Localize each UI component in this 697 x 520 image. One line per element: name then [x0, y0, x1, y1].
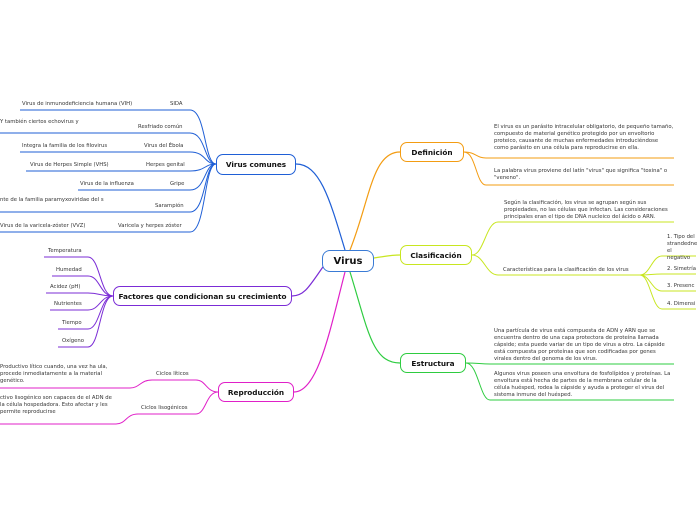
definicion-text-2: La palabra virus proviene del latín "vir…	[494, 168, 668, 181]
virus-sida-detail: Virus de inmunodeficiencia humana (VIH)	[22, 101, 133, 107]
virus-varicela-detail: Virus de la varicela-zóster (VVZ)	[0, 223, 86, 229]
factor-acidez: Acidez (pH)	[50, 284, 81, 290]
clasificacion-caracteristicas-label: Características para la clasificación de…	[503, 267, 629, 273]
virus-sida: SIDA	[170, 101, 183, 107]
estructura-text-2: Algunos virus poseen una envoltura de fo…	[494, 371, 671, 398]
virus-herpes-genital-detail: Virus de Herpes Simple (VHS)	[30, 162, 109, 168]
virus-herpes-genital: Herpes genital	[146, 162, 185, 168]
ciclos-lisogenicos-detail: ctivo lisogénico son capaces de el ADN d…	[0, 395, 112, 415]
virus-varicela: Varicela y herpes zóster	[118, 223, 182, 229]
virus-resfriado-detail: Y también ciertos echovirus y	[0, 119, 79, 125]
factor-temperatura: Temperatura	[48, 248, 82, 254]
topic-virus-comunes[interactable]: Virus comunes	[216, 154, 296, 175]
central-topic[interactable]: Virus	[322, 250, 374, 272]
clasificacion-item-3: 3. Presenc	[667, 283, 695, 289]
ciclos-liticos: Ciclos líticos	[156, 371, 189, 377]
topic-factores[interactable]: Factores que condicionan su crecimiento	[113, 286, 292, 306]
topic-clasificacion[interactable]: Clasificación	[400, 245, 472, 265]
virus-sarampion: Sarampión	[155, 203, 184, 209]
connector-virus-comunes	[295, 163, 346, 251]
virus-sarampion-detail: nte de la familia paramyxoviridae del s	[0, 197, 104, 203]
connector-factores	[291, 263, 326, 297]
connector-reproduccion	[293, 271, 346, 393]
virus-ebola-detail: Integra la familia de los filovirus	[22, 143, 108, 149]
virus-resfriado: Resfriado común	[138, 124, 183, 130]
topic-definicion[interactable]: Definición	[400, 142, 464, 162]
virus-gripe-detail: Virus de la influenza	[80, 181, 134, 187]
connector-estructura	[349, 271, 401, 364]
definicion-text-1: El virus es un parásito intracelular obl…	[494, 124, 674, 151]
factor-nutrientes: Nutrientes	[54, 301, 82, 307]
factor-oxigeno: Oxígeno	[62, 338, 84, 344]
ciclos-liticos-detail: Productivo lítico cuando, una vez ha ula…	[0, 364, 108, 384]
clasificacion-intro: Según la clasificación, los virus se agr…	[504, 200, 668, 220]
clasificacion-item-1: 1. Tipo del strandedne el negativo	[667, 234, 697, 261]
connector-clasificacion	[373, 254, 401, 259]
topic-reproduccion[interactable]: Reproducción	[218, 382, 294, 402]
estructura-text-1: Una partícula de virus está compuesta de…	[494, 328, 665, 362]
clasificacion-item-2: 2. Simetría	[667, 266, 696, 272]
factor-humedad: Humedad	[56, 267, 82, 273]
virus-ebola: Virus del Ébola	[144, 143, 184, 149]
factor-tiempo: Tiempo	[62, 320, 82, 326]
connector-definicion	[349, 151, 401, 251]
topic-estructura[interactable]: Estructura	[400, 353, 466, 373]
ciclos-lisogenicos: Ciclos lisogénicos	[141, 405, 188, 411]
clasificacion-item-4: 4. Dimensi	[667, 301, 696, 307]
virus-gripe: Gripe	[170, 181, 185, 187]
